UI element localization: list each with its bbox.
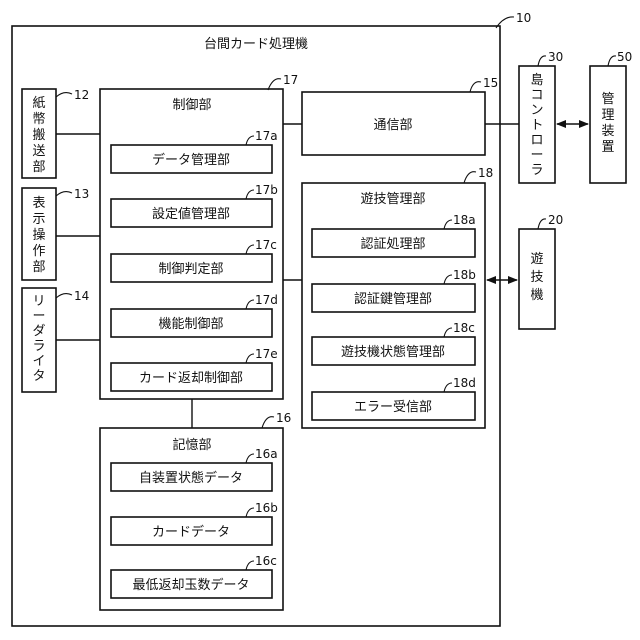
ref-10: 10 — [516, 11, 531, 25]
svg-text:機: 機 — [530, 288, 543, 303]
ref-12: 12 — [74, 88, 89, 102]
ref-17e: 17e — [255, 347, 278, 361]
ref-18: 18 — [478, 166, 493, 180]
island-controller-label: 島 コ ン ト ロ ー ラ — [530, 73, 543, 178]
svg-text:搬: 搬 — [32, 128, 45, 143]
error-receiving-label: エラー受信部 — [354, 400, 432, 415]
svg-text:示: 示 — [32, 212, 45, 227]
svg-text:幣: 幣 — [32, 112, 45, 127]
svg-text:管: 管 — [601, 92, 614, 107]
machine-state-management-label: 遊技機状態管理部 — [341, 344, 445, 360]
svg-text:島: 島 — [530, 73, 543, 88]
ref-50: 50 — [617, 50, 632, 64]
game-mgmt-label: 遊技管理部 — [360, 192, 425, 207]
ref-16a: 16a — [255, 447, 278, 461]
svg-text:遊: 遊 — [530, 252, 543, 267]
ref-17b: 17b — [255, 183, 278, 197]
ref-20: 20 — [548, 213, 563, 227]
auth-key-management-label: 認証鍵管理部 — [354, 291, 432, 307]
svg-text:イ: イ — [32, 354, 45, 369]
ref-30: 30 — [548, 50, 563, 64]
svg-text:送: 送 — [32, 144, 45, 159]
display-panel-label: 表 示 操 作 部 — [32, 196, 45, 275]
control-unit-label: 制御部 — [172, 98, 211, 113]
leader-12 — [56, 93, 72, 97]
storage-unit-label: 記憶部 — [172, 437, 211, 453]
svg-text:ダ: ダ — [32, 324, 45, 339]
ref-17a: 17a — [255, 129, 278, 143]
svg-text:ラ: ラ — [530, 163, 543, 178]
leader-15 — [470, 82, 481, 92]
leader-18 — [464, 172, 476, 183]
leader-14 — [56, 294, 72, 298]
leader-30 — [538, 56, 546, 66]
svg-text:装: 装 — [601, 124, 614, 139]
ref-18c: 18c — [453, 321, 475, 335]
svg-text:部: 部 — [32, 160, 45, 175]
svg-text:ラ: ラ — [32, 339, 45, 354]
ref-17d: 17d — [255, 293, 278, 307]
svg-text:ン: ン — [530, 103, 543, 118]
ref-14: 14 — [74, 289, 89, 303]
card-data-label: カードデータ — [152, 524, 230, 540]
svg-text:表: 表 — [32, 196, 45, 211]
leader-20 — [538, 219, 546, 229]
svg-text:リ: リ — [32, 294, 45, 309]
ref-18d: 18d — [453, 376, 476, 390]
ref-17: 17 — [283, 73, 298, 87]
ref-15: 15 — [483, 76, 498, 90]
svg-text:ト: ト — [530, 118, 543, 133]
svg-text:コ: コ — [530, 88, 543, 103]
svg-text:作: 作 — [32, 244, 45, 259]
control-judgment-label: 制御判定部 — [158, 262, 223, 277]
svg-text:ー: ー — [530, 148, 543, 163]
svg-text:技: 技 — [530, 270, 543, 285]
function-control-label: 機能制御部 — [158, 317, 223, 332]
leader-16 — [262, 417, 274, 428]
svg-text:紙: 紙 — [32, 96, 45, 111]
leader-50 — [608, 56, 616, 66]
ref-18a: 18a — [453, 213, 476, 227]
reader-writer-label: リ ー ダ ラ イ タ — [32, 294, 45, 384]
svg-text:ロ: ロ — [530, 133, 543, 148]
svg-text:ー: ー — [32, 309, 45, 324]
ref-16b: 16b — [255, 501, 278, 515]
game-machine-label: 遊 技 機 — [530, 252, 543, 303]
ref-18b: 18b — [453, 268, 476, 282]
auth-processing-label: 認証処理部 — [360, 236, 425, 252]
management-device-label: 管 理 装 置 — [601, 92, 614, 155]
ref-13: 13 — [74, 187, 89, 201]
leader-13 — [56, 192, 72, 196]
ref-17c: 17c — [255, 238, 277, 252]
svg-text:理: 理 — [601, 108, 614, 123]
self-state-data-label: 自装置状態データ — [139, 470, 243, 486]
comm-unit-label: 通信部 — [373, 118, 412, 133]
bill-conveyor-label: 紙 幣 搬 送 部 — [32, 96, 45, 175]
setting-management-label: 設定値管理部 — [152, 206, 230, 222]
svg-text:操: 操 — [32, 227, 45, 243]
card-processor-title: 台間カード処理機 — [204, 37, 308, 52]
min-return-balls-data-label: 最低返却玉数データ — [132, 577, 249, 593]
svg-text:置: 置 — [601, 140, 614, 155]
data-management-label: データ管理部 — [152, 152, 230, 168]
ref-16c: 16c — [255, 554, 277, 568]
svg-text:部: 部 — [32, 260, 45, 275]
card-return-control-label: カード返却制御部 — [139, 371, 243, 386]
svg-text:タ: タ — [32, 369, 45, 384]
ref-16: 16 — [276, 411, 291, 425]
